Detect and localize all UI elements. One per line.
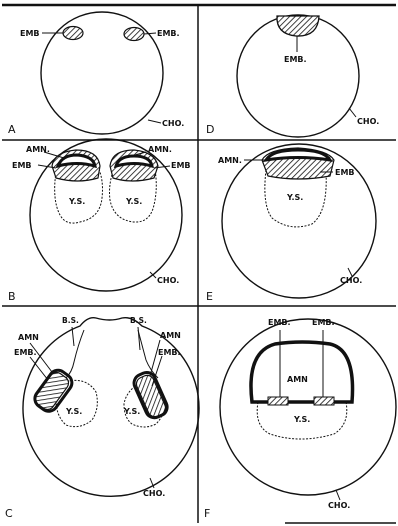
yolk-sac-right <box>109 167 157 223</box>
label-bs-left: B.S. <box>62 316 79 325</box>
panel-letter-a: A <box>8 123 16 136</box>
chorion-outline <box>22 316 200 497</box>
label-emb-right: EMB. <box>157 29 180 38</box>
panel-e: AMN. EMB Y.S. CHO. E <box>206 143 377 303</box>
chorion-circle <box>29 138 183 292</box>
label-amn: AMN <box>287 375 308 384</box>
label-cho: CHO. <box>162 119 184 128</box>
embryo-right <box>123 26 145 42</box>
chorion-circle <box>221 143 377 299</box>
amnion <box>263 148 333 162</box>
label-cho: CHO. <box>157 276 179 285</box>
body-stalk-left <box>65 329 85 379</box>
yolk-sac <box>256 401 348 440</box>
label-ys: Y.S. <box>286 193 303 202</box>
panel-f: EMB. EMB. AMN Y.S. CHO. F <box>204 318 397 520</box>
amnion-left <box>55 153 97 169</box>
label-amn-right: AMN. <box>148 145 172 154</box>
label-emb-left: EMB. <box>268 318 291 327</box>
label-emb: EMB. <box>284 55 307 64</box>
panel-a: EMB EMB. CHO. A <box>8 11 184 136</box>
panel-d: EMB. CHO. D <box>206 14 379 138</box>
panel-letter-d: D <box>206 123 214 136</box>
panel-b: AMN. EMB AMN. EMB Y.S. Y.S. CHO. B <box>8 138 191 303</box>
label-cho: CHO. <box>340 276 362 285</box>
label-emb-left: EMB <box>12 161 32 170</box>
label-emb-right: EMB. <box>158 348 181 357</box>
label-bs-right: B.S. <box>130 316 147 325</box>
panel-grid <box>2 3 396 524</box>
embryo-right <box>313 396 335 406</box>
yolk-sac-left <box>54 166 103 224</box>
yolk-sac-right <box>123 381 165 428</box>
chorion-circle <box>219 318 397 496</box>
amnion-right <box>132 370 169 420</box>
chorion-circle <box>236 14 360 138</box>
label-amn-left: AMN. <box>26 145 50 154</box>
embryo <box>276 15 320 37</box>
label-emb-right: EMB <box>171 161 191 170</box>
amnion-right <box>113 154 154 169</box>
label-cho: CHO. <box>328 501 350 510</box>
yolk-sac <box>264 169 327 228</box>
panel-letter-e: E <box>206 290 213 303</box>
label-emb: EMB <box>335 168 355 177</box>
label-emb-left: EMB <box>20 29 40 38</box>
panel-letter-c: C <box>5 507 13 520</box>
panel-c: B.S. B.S. AMN EMB. AMN EMB. Y.S. Y.S. CH… <box>5 316 200 520</box>
label-emb-right: EMB. <box>312 318 335 327</box>
label-ys-left: Y.S. <box>68 197 85 206</box>
chorion-circle <box>40 11 164 135</box>
body-stalk-right <box>137 329 159 379</box>
label-cho: CHO. <box>143 489 165 498</box>
label-ys-right: Y.S. <box>123 407 140 416</box>
amnion <box>249 340 355 404</box>
label-ys: Y.S. <box>293 415 310 424</box>
panel-letter-f: F <box>204 507 210 520</box>
label-amn: AMN. <box>218 156 242 165</box>
embryo-left <box>267 396 289 406</box>
amnion-left <box>33 368 74 413</box>
panel-letter-b: B <box>8 290 16 303</box>
embryo-left <box>62 25 84 41</box>
label-emb-left: EMB. <box>14 348 37 357</box>
label-cho: CHO. <box>357 117 379 126</box>
label-ys-left: Y.S. <box>65 407 82 416</box>
label-amn-right: AMN <box>160 331 181 340</box>
label-amn-left: AMN <box>18 333 39 342</box>
label-ys-right: Y.S. <box>125 197 142 206</box>
